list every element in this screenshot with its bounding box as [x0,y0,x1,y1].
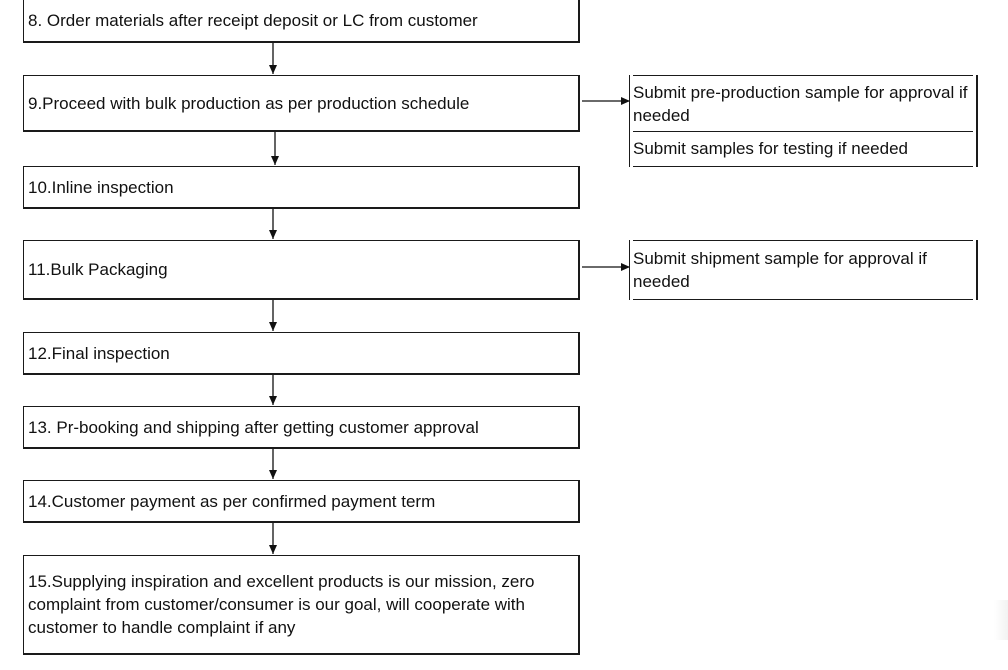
step-11-notes: Submit shipment sample for approval if n… [629,240,978,300]
step-8-text: 8. Order materials after receipt deposit… [28,10,478,30]
note-shipment-sample: Submit shipment sample for approval if n… [633,240,973,300]
note-pre-production-sample: Submit pre-production sample for approva… [633,75,973,132]
step-15-text: 15.Supplying inspiration and excellent p… [28,572,535,637]
step-9-notes: Submit pre-production sample for approva… [629,75,978,167]
step-14-box: 14.Customer payment as per confirmed pay… [23,480,580,523]
side-arrows [582,97,630,271]
page-edge-fragment [994,600,1008,640]
step-10-box: 10.Inline inspection [23,166,580,209]
step-13-box: 13. Pr-booking and shipping after gettin… [23,406,580,449]
step-11-box: 11.Bulk Packaging [23,240,580,300]
step-11-text: 11.Bulk Packaging [28,260,168,279]
step-14-text: 14.Customer payment as per confirmed pay… [28,491,436,511]
step-12-box: 12.Final inspection [23,332,580,375]
step-9-box: 9.Proceed with bulk production as per pr… [23,75,580,132]
step-9-text: 9.Proceed with bulk production as per pr… [28,93,470,113]
note-testing-samples: Submit samples for testing if needed [633,132,973,167]
step-10-text: 10.Inline inspection [28,177,174,197]
step-13-text: 13. Pr-booking and shipping after gettin… [28,417,479,437]
step-8-box: 8. Order materials after receipt deposit… [23,0,580,43]
down-arrows [269,43,279,554]
step-15-box: 15.Supplying inspiration and excellent p… [23,555,580,655]
step-12-text: 12.Final inspection [28,343,170,363]
